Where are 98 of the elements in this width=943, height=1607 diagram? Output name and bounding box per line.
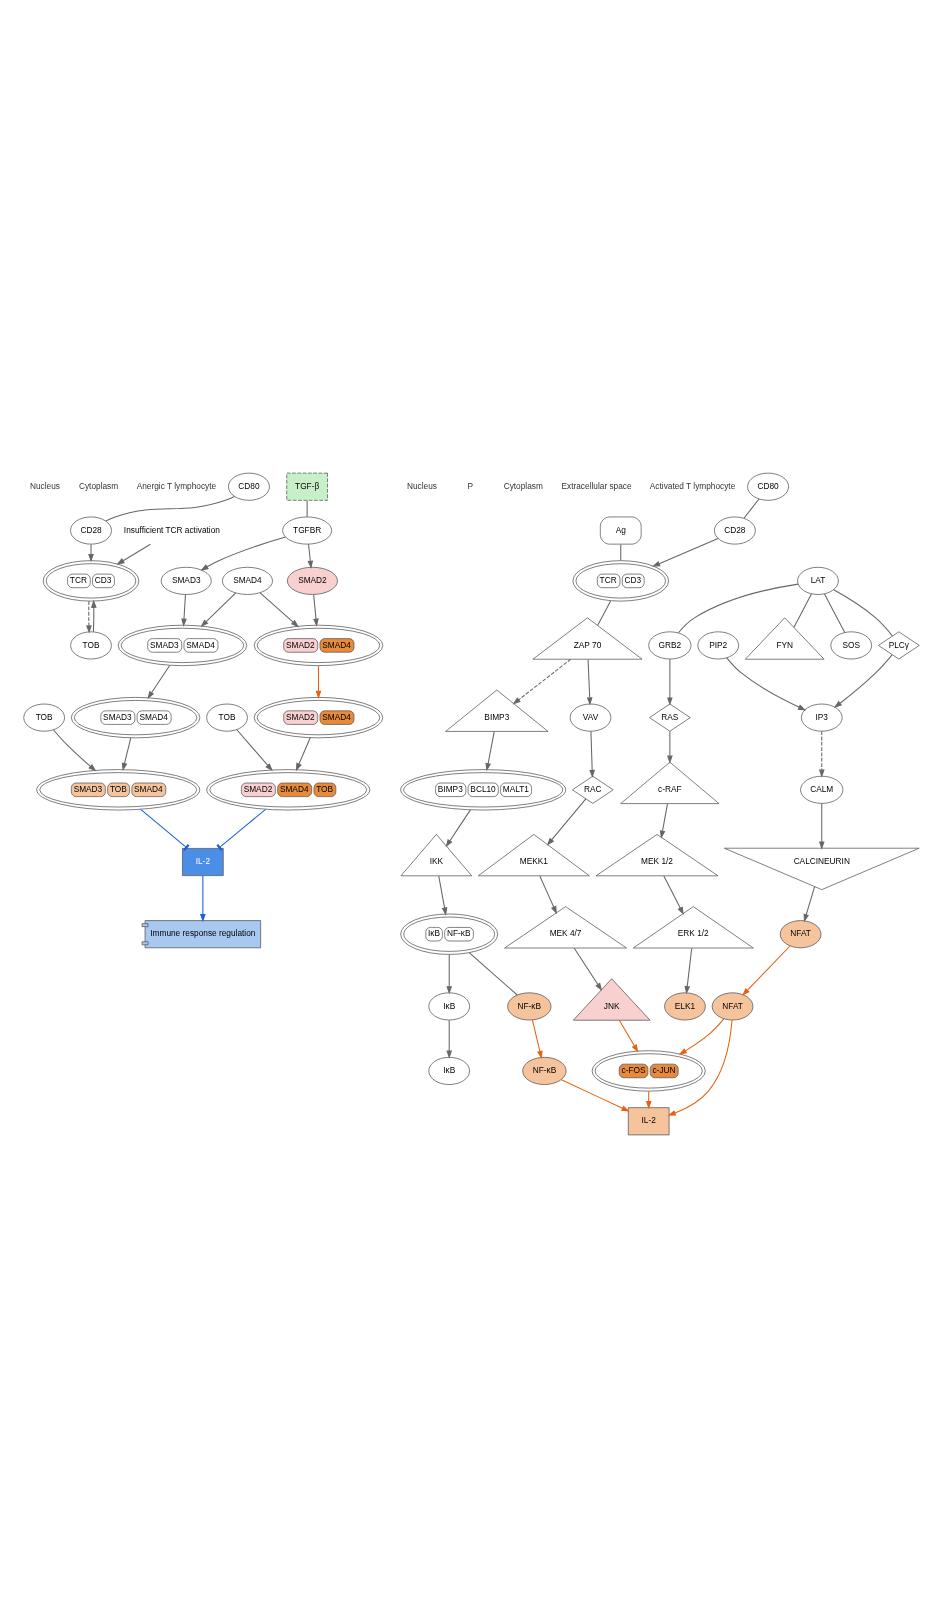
arrow — [726, 656, 807, 710]
arrow — [833, 653, 893, 708]
node-ellipse: NFAT — [711, 991, 754, 1020]
arrow — [200, 874, 206, 922]
arrow — [446, 1019, 453, 1059]
arrow — [539, 875, 557, 914]
arrow — [659, 802, 668, 839]
arrow — [295, 736, 311, 771]
arrow — [259, 591, 299, 627]
connector — [306, 499, 308, 517]
arrow — [546, 797, 587, 846]
arrow — [618, 1019, 639, 1053]
connector — [677, 583, 799, 633]
arrow — [116, 543, 151, 565]
arrow — [512, 658, 572, 705]
label: Nucleus — [407, 480, 437, 491]
node-ellipse: CD28 — [70, 516, 112, 545]
node-ellipse: GRB2 — [648, 630, 692, 659]
node-ellipse: PIP2 — [697, 630, 739, 659]
arrow — [86, 600, 92, 633]
arrow — [573, 947, 603, 991]
arrow — [147, 664, 171, 699]
label: Extracellular space — [561, 480, 632, 491]
node-ellipse: LAT — [797, 566, 839, 595]
arrow — [53, 729, 97, 771]
node-diamond: RAC — [572, 775, 614, 804]
node-ellipse: CALM — [800, 775, 844, 804]
arrow — [315, 664, 322, 699]
connector — [597, 599, 612, 626]
arrow — [531, 1018, 543, 1059]
connector — [743, 498, 760, 519]
node-ellipse: IP3 — [800, 703, 843, 732]
node-ellipse: NFAT — [779, 919, 822, 948]
node-ellipse: CD28 — [714, 516, 756, 545]
arrow — [586, 658, 593, 705]
arrow — [121, 736, 132, 771]
label: Anergic T lymphocyte — [136, 480, 217, 491]
label: Activated T lymphocyte — [649, 480, 736, 491]
node-ellipse: IκB — [428, 1056, 470, 1085]
arrow — [589, 730, 596, 778]
node-box: TGF-β — [286, 472, 328, 501]
node-ellipse: TOB — [206, 703, 248, 732]
label: P — [467, 480, 474, 491]
arrow — [200, 536, 287, 571]
arrow — [485, 730, 495, 771]
arrow — [181, 593, 187, 627]
arrow — [667, 730, 673, 764]
node-ellipse: CD80 — [747, 472, 789, 501]
connector — [216, 808, 267, 851]
arrow — [307, 543, 314, 569]
connector — [833, 588, 893, 637]
arrow — [560, 1078, 630, 1112]
node-text: Insufficient TCR activation — [123, 524, 220, 535]
node-ellipse: SOS — [830, 630, 872, 659]
node-diamond: RAS — [649, 703, 691, 732]
node-box: IL-2 — [627, 1106, 670, 1135]
connector — [105, 495, 235, 521]
arrow — [667, 1019, 733, 1116]
arrow — [663, 875, 684, 915]
label: Cytoplasm — [78, 480, 119, 491]
arrow — [88, 543, 94, 562]
node-ellipse: IκB — [428, 991, 470, 1020]
arrow — [818, 730, 825, 778]
arrow — [236, 728, 273, 771]
arrow — [667, 658, 673, 706]
node-diamond: PLCγ — [878, 630, 920, 659]
arrow — [818, 802, 825, 850]
connector — [140, 808, 190, 851]
arrow — [742, 945, 791, 996]
connector — [620, 543, 622, 561]
arrow — [313, 593, 319, 627]
label: Nucleus — [29, 480, 60, 491]
arrow — [678, 1017, 725, 1055]
connector — [468, 951, 518, 996]
arrow — [90, 599, 97, 632]
arrow — [645, 1090, 652, 1109]
node-ellipse: NF-κB — [522, 1056, 567, 1085]
connector — [793, 593, 812, 628]
node-ellipse: SMAD2 — [287, 566, 338, 595]
arrow — [652, 537, 719, 567]
arrow — [445, 808, 471, 847]
node-ellipse: VAV — [569, 703, 612, 732]
arrow — [446, 953, 453, 994]
node-ellipse: SMAD4 — [222, 566, 273, 595]
arrow — [438, 875, 448, 916]
label: Cytoplasm — [503, 480, 543, 491]
node-ellipse: CD80 — [228, 472, 270, 501]
connector — [824, 593, 846, 633]
node-ellipse: TOB — [70, 630, 112, 659]
node-ellipse: NF-κB — [507, 991, 552, 1020]
arrow — [803, 885, 816, 922]
arrow — [200, 592, 237, 627]
arrow — [684, 947, 693, 994]
node-ellipse: SMAD3 — [160, 566, 212, 595]
node-box: Ag — [599, 516, 642, 545]
node-ellipse: ELK1 — [664, 991, 706, 1020]
node-ellipse: TGFBR — [282, 516, 333, 545]
node-ellipse: TOB — [23, 703, 65, 732]
